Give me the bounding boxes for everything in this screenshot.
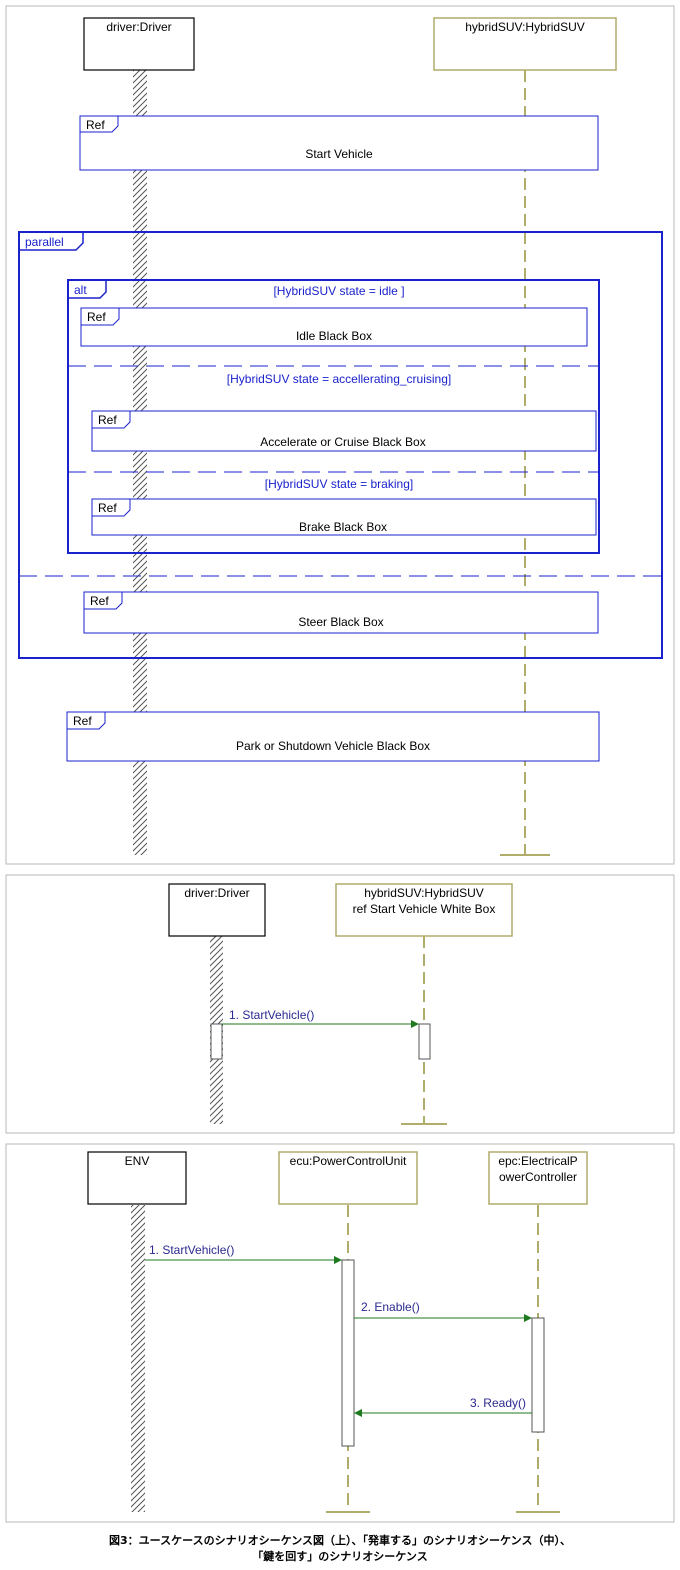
- parallel-tag: parallel: [25, 235, 64, 249]
- suv-activation: [418, 1023, 431, 1060]
- epc-lifeline-head: epc:ElectricalP owerController: [488, 1151, 588, 1205]
- ref-idle-black-box: Ref Idle Black Box: [80, 307, 588, 347]
- alt-tag: alt: [74, 283, 87, 297]
- message-arrow-icon: [411, 1020, 419, 1028]
- guard-brake: [HybridSUV state = braking]: [265, 477, 413, 491]
- driver-lifeline-label: driver:Driver: [106, 20, 171, 34]
- driver-lifeline-head: driver:Driver: [83, 17, 195, 71]
- ref-start-vehicle-tag: Ref: [86, 118, 105, 132]
- ref-accel-label: Accelerate or Cruise Black Box: [260, 435, 425, 449]
- message-start-vehicle: 1. StartVehicle(): [222, 1008, 419, 1028]
- ref-steer-black-box: Ref Steer Black Box: [83, 591, 599, 634]
- message-enable: 2. Enable(): [354, 1300, 532, 1322]
- ref-brake-black-box: Ref Brake Black Box: [91, 498, 597, 536]
- epc-lifeline-label-2: owerController: [499, 1170, 577, 1184]
- ref-start-vehicle: Ref Start Vehicle: [79, 115, 599, 171]
- ref-park-label: Park or Shutdown Vehicle Black Box: [236, 739, 430, 753]
- ref-accelerate-black-box: Ref Accelerate or Cruise Black Box: [91, 410, 597, 452]
- suv-lifeline-label-2: ref Start Vehicle White Box: [353, 902, 496, 916]
- diagram3-border: [5, 1143, 675, 1523]
- figure-caption-line-2: 「鍵を回す」のシナリオシーケンス: [252, 1549, 427, 1563]
- message-1-label: 1. StartVehicle(): [149, 1243, 234, 1257]
- alt-frame: alt [HybridSUV state = idle ] Ref Idle B…: [67, 279, 600, 554]
- diagram-start-vehicle-sequence: driver:Driver hybridSUV:HybridSUV ref St…: [5, 874, 675, 1134]
- env-lifeline-label: ENV: [125, 1154, 150, 1168]
- suv-lifeline-head: hybridSUV:HybridSUV ref Start Vehicle Wh…: [335, 883, 513, 937]
- env-lifeline-head: ENV: [87, 1151, 187, 1205]
- message-arrow-icon: [524, 1314, 532, 1322]
- ref-park-black-box: Ref Park or Shutdown Vehicle Black Box: [66, 711, 600, 762]
- ref-brake-tag: Ref: [98, 501, 117, 515]
- ref-start-vehicle-label: Start Vehicle: [305, 147, 373, 161]
- driver-activation: [210, 1023, 223, 1060]
- env-lifeline: [131, 1205, 145, 1512]
- suv-lifeline-head: hybridSUV:HybridSUV: [433, 17, 617, 71]
- epc-activation: [531, 1317, 545, 1433]
- diagram-turn-key-sequence: ENV ecu:PowerControlUnit epc:ElectricalP…: [5, 1143, 675, 1523]
- ref-steer-label: Steer Black Box: [298, 615, 383, 629]
- message-arrow-icon: [334, 1256, 342, 1264]
- diagram-use-case-sequence: driver:Driver hybridSUV:HybridSUV Ref St…: [5, 5, 675, 865]
- ecu-lifeline-head: ecu:PowerControlUnit: [278, 1151, 418, 1205]
- message-2-label: 2. Enable(): [361, 1300, 420, 1314]
- message-3-label: 3. Ready(): [470, 1396, 526, 1410]
- message-1-label: 1. StartVehicle(): [229, 1008, 314, 1022]
- message-ready: 3. Ready(): [354, 1396, 532, 1417]
- ref-steer-tag: Ref: [90, 594, 109, 608]
- guard-accel: [HybridSUV state = accellerating_cruisin…: [227, 372, 451, 386]
- suv-lifeline-label-1: hybridSUV:HybridSUV: [364, 886, 484, 900]
- message-start-vehicle: 1. StartVehicle(): [145, 1243, 342, 1264]
- ref-brake-label: Brake Black Box: [299, 520, 387, 534]
- driver-lifeline-label: driver:Driver: [184, 886, 249, 900]
- driver-lifeline-head: driver:Driver: [168, 883, 266, 937]
- ref-idle-tag: Ref: [87, 310, 106, 324]
- parallel-frame: parallel: [18, 231, 663, 659]
- ecu-lifeline-label: ecu:PowerControlUnit: [290, 1154, 407, 1168]
- message-arrow-icon: [354, 1409, 362, 1417]
- guard-idle: [HybridSUV state = idle ]: [273, 284, 404, 298]
- ref-idle-label: Idle Black Box: [296, 329, 372, 343]
- suv-lifeline-label: hybridSUV:HybridSUV: [465, 20, 585, 34]
- ref-accel-tag: Ref: [98, 413, 117, 427]
- epc-lifeline-label-1: epc:ElectricalP: [498, 1154, 577, 1168]
- ref-park-tag: Ref: [73, 714, 92, 728]
- figure-caption-line-1: 図3：ユースケースのシナリオシーケンス図（上）、「発車する」のシナリオシーケンス…: [109, 1533, 571, 1547]
- ecu-activation: [341, 1259, 355, 1447]
